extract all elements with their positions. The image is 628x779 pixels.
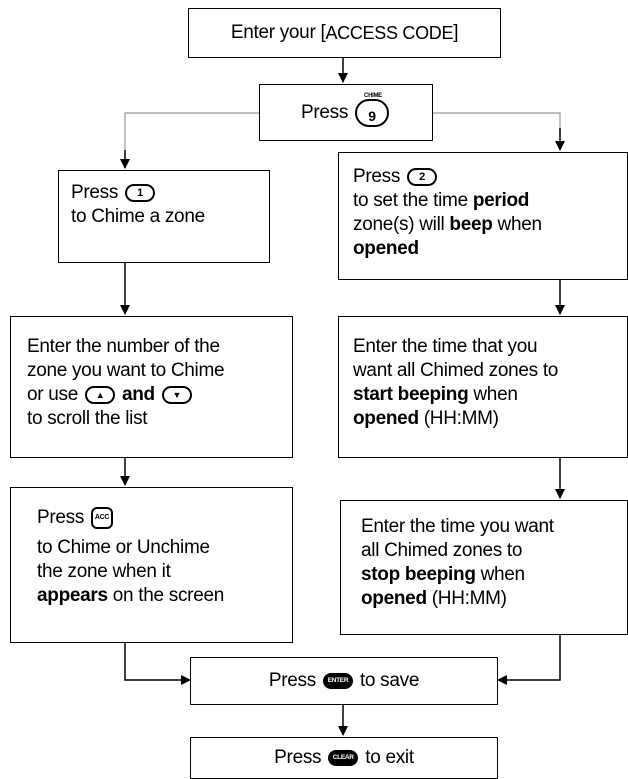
left2-line2: zone you want to Chime: [27, 360, 225, 381]
start-prefix: Enter your [: [230, 22, 326, 43]
left2-line1: Enter the number of the: [27, 336, 220, 357]
start-suffix: ]: [453, 22, 459, 43]
left-step-3-box: Press ACC to Chime or Unchime the zone w…: [10, 487, 293, 643]
acc-key-icon: ACC: [91, 506, 114, 529]
left3-press: Press: [37, 507, 85, 528]
left3-line2: the zone when it: [37, 561, 171, 582]
left-step-2-box: Enter the number of the zone you want to…: [10, 316, 293, 458]
right2-line4r: (HH:MM): [418, 408, 499, 429]
left3-line3r: on the screen: [107, 585, 225, 606]
left3-line1: to Chime or Unchime: [37, 537, 210, 558]
right3-line3r: when: [475, 564, 526, 585]
chime-9-key-icon: CHIME 9: [355, 93, 390, 127]
arrow-left3-to-save: [124, 643, 191, 685]
press-chime-box: Press CHIME 9: [259, 84, 433, 141]
exit-text: to exit: [365, 747, 414, 768]
right1-line2b: beep: [449, 214, 493, 235]
right3-line2: all Chimed zones to: [361, 540, 523, 561]
down-arrow-key-icon: ▼: [161, 385, 192, 404]
right-step-3-box: Enter the time you want all Chimed zones…: [340, 500, 628, 635]
right2-line4b: opened: [353, 408, 419, 429]
right2-line3r: when: [468, 384, 518, 405]
up-arrow-key-icon: ▲: [85, 385, 115, 404]
arrow-right3-to-save: [497, 635, 561, 685]
chime-key-sup: CHIME: [364, 92, 382, 99]
right1-press: Press: [353, 166, 401, 187]
right1-line1a: to set the time: [353, 190, 473, 211]
clear-key-icon: CLEAR: [328, 750, 359, 766]
right2-line3b: start beeping: [353, 384, 469, 405]
left-step-1-box: Press 1 to Chime a zone: [58, 170, 270, 263]
left2-line3b: and: [121, 384, 155, 405]
right-step-1-box: Press 2 to set the time period zone(s) w…: [338, 152, 628, 280]
press-chime-label: Press: [300, 101, 349, 123]
exit-press: Press: [274, 747, 322, 768]
right2-line1: Enter the time that you: [353, 336, 538, 357]
arrow-press9-to-right: [433, 112, 561, 150]
right1-line2c: when: [492, 214, 543, 235]
right-step-2-box: Enter the time that you want all Chimed …: [338, 316, 628, 458]
save-press: Press: [268, 670, 316, 691]
right2-line2: want all Chimed zones to: [353, 360, 559, 381]
right1-line3: opened: [353, 238, 419, 259]
start-box: Enter your [ACCESS CODE]: [188, 8, 501, 58]
right1-line1b: period: [472, 190, 530, 211]
right3-line1: Enter the time you want: [361, 516, 554, 537]
arrow-press9-to-left: [124, 112, 259, 168]
save-text: to save: [359, 670, 420, 691]
exit-box: Press CLEAR to exit: [190, 737, 498, 779]
left3-line3b: appears: [37, 585, 108, 606]
access-code-label: ACCESS CODE: [325, 23, 454, 43]
right1-line2a: zone(s) will: [353, 214, 450, 235]
chime-key-digit: 9: [368, 107, 376, 124]
right3-line4r: (HH:MM): [426, 588, 507, 609]
key-1-icon: 1: [125, 183, 156, 202]
right3-line4b: opened: [361, 588, 427, 609]
enter-key-icon: ENTER: [322, 673, 353, 689]
right3-line3b: stop beeping: [361, 564, 476, 585]
left2-line3a: or use: [27, 384, 79, 405]
save-box: Press ENTER to save: [190, 657, 498, 705]
left1-press: Press: [71, 182, 119, 203]
left1-text: to Chime a zone: [71, 206, 205, 227]
key-2-icon: 2: [407, 167, 438, 186]
left2-line4: to scroll the list: [27, 408, 148, 429]
